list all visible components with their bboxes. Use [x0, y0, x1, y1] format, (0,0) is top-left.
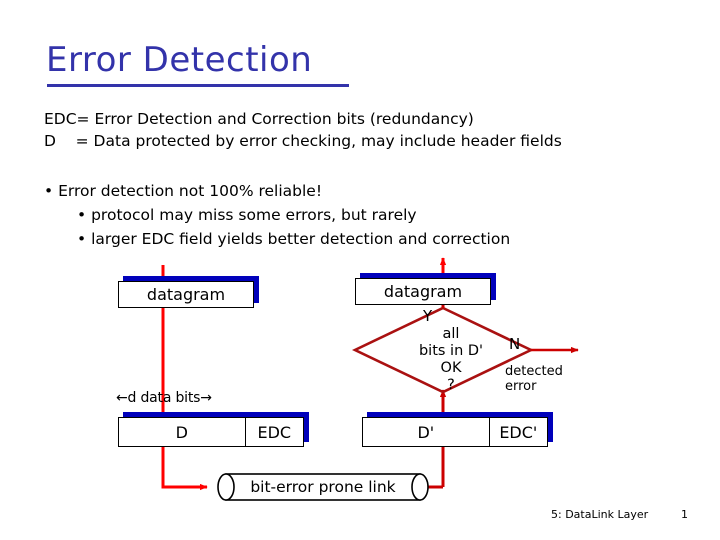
error-detection-diagram: datagram datagram ←d data bits→ D EDC D'… — [0, 250, 720, 510]
d-data-bits-measure-label: ←d data bits→ — [116, 390, 212, 406]
legend-definitions: EDC= Error Detection and Correction bits… — [44, 110, 562, 150]
receiver-datagram-label: datagram — [383, 282, 463, 301]
footer-page-number: 1 — [681, 508, 688, 521]
sender-frame-data-cell: D — [119, 418, 246, 446]
decision-diamond — [351, 306, 535, 394]
detected-error-label: detected error — [505, 364, 563, 394]
list-item: • protocol may miss some errors, but rar… — [77, 203, 510, 227]
decision-line-3: OK — [440, 360, 462, 376]
detected-error-line-1: detected — [505, 364, 563, 379]
sender-frame-box[interactable]: D EDC — [118, 417, 304, 447]
bullet-list: • Error detection not 100% reliable! • p… — [44, 179, 510, 251]
footer-course-label: 5: DataLink Layer — [551, 508, 649, 521]
bullet-text: larger EDC field yields better detection… — [91, 230, 511, 248]
bullet-marker: • — [77, 206, 87, 224]
bullet-marker: • — [44, 182, 54, 200]
branch-label-no: N — [509, 335, 521, 353]
bit-error-prone-link-label: bit-error prone link — [250, 478, 396, 496]
bullet-text: Error detection not 100% reliable! — [58, 182, 323, 200]
list-item: • larger EDC field yields better detecti… — [77, 227, 510, 251]
detected-error-line-2: error — [505, 379, 537, 394]
receiver-frame-edc-cell: EDC' — [490, 418, 547, 446]
bit-error-prone-link-cylinder — [217, 473, 429, 501]
bullet-text: protocol may miss some errors, but rarel… — [91, 206, 417, 224]
decision-line-1: all — [442, 326, 460, 342]
sender-frame-edc-cell: EDC — [246, 418, 303, 446]
receiver-frame-data-label: D' — [417, 422, 435, 442]
receiver-frame-edc-label: EDC' — [499, 422, 538, 442]
sender-flow-arrow — [161, 265, 208, 491]
branch-label-yes: Y — [423, 307, 433, 325]
page-title: Error Detection — [46, 40, 313, 80]
sender-datagram-box[interactable]: datagram — [118, 281, 254, 308]
sender-frame-edc-label: EDC — [257, 422, 292, 442]
list-item: • Error detection not 100% reliable! — [44, 179, 510, 203]
decision-line-2: bits in D' — [418, 343, 484, 359]
receiver-frame-box[interactable]: D' EDC' — [362, 417, 548, 447]
decision-line-4: ? — [447, 377, 455, 393]
bullet-marker: • — [77, 230, 87, 248]
title-underline-rule — [47, 84, 349, 87]
receiver-frame-data-cell: D' — [363, 418, 490, 446]
receiver-datagram-box[interactable]: datagram — [355, 278, 491, 305]
decision-diamond-text: all bits in D' OK ? — [396, 326, 506, 394]
sender-datagram-label: datagram — [146, 285, 226, 304]
sender-frame-data-label: D — [175, 422, 188, 442]
